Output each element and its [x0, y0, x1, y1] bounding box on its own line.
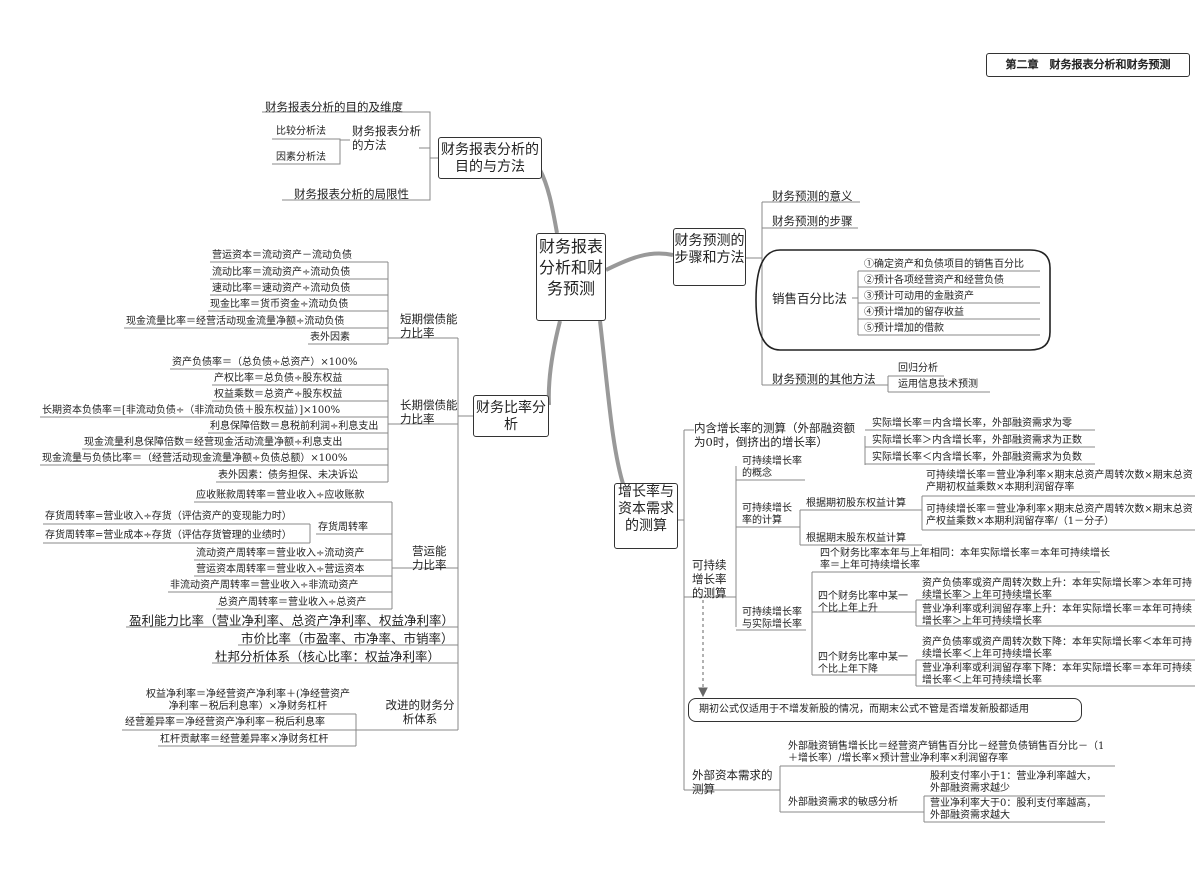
sales-pct-step: ①确定资产和负债项目的销售百分比	[864, 259, 1024, 270]
long-term-item: 权益乘数＝总资产÷股东权益	[214, 389, 343, 400]
sustainable-calc: 可持续增长率的计算	[742, 503, 792, 526]
node-ratio[interactable]: 财务比率分析	[473, 395, 549, 437]
short-term-item: 营运资本＝流动资产－流动负债	[212, 250, 352, 261]
long-term-item: 现金流量与负债比率＝（经营活动现金流量净额÷负债总额）×100%	[42, 453, 348, 464]
node-growth[interactable]: 增长率与资本需求的测算	[614, 483, 678, 549]
improved-item: 杠杆贡献率＝经营差异率×净财务杠杆	[160, 734, 329, 745]
forecast-steps: 财务预测的步骤	[772, 214, 853, 228]
operating-item: 流动资产周转率＝营业收入÷流动资产	[196, 548, 365, 559]
sustainable-concept: 可持续增长率的概念	[742, 456, 802, 479]
operating-item: 总资产周转率＝营业收入÷总资产	[218, 597, 367, 608]
calc-end-formula: 可持续增长率＝营业净利率×期末总资产周转次数×期末总资产权益乘数×本期利润留存率…	[926, 504, 1193, 527]
ratio-fall: 四个财务比率中某一个比上年下降	[818, 652, 908, 675]
ratios-same: 四个财务比率本年与上年相同：本年实际增长率＝本年可持续增长率＝上年可持续增长率	[820, 548, 1110, 571]
sensitivity-case: 营业净利率大于0：股利支付率越高，外部融资需求越大	[930, 798, 1097, 821]
sensitivity-analysis: 外部融资需求的敏感分析	[788, 797, 898, 808]
method-factor: 因素分析法	[276, 152, 326, 163]
short-term-item: 流动比率＝流动资产÷流动负债	[212, 267, 351, 278]
sustainable-vs-actual: 可持续增长率与实际增长率	[742, 607, 802, 630]
calc-begin: 根据期初股东权益计算	[806, 498, 906, 509]
long-term-item: 现金流量利息保障倍数＝经营现金活动流量净额÷利息支出	[84, 437, 343, 448]
node-forecast[interactable]: 财务预测的步骤和方法	[673, 228, 746, 286]
sustainable-growth: 可持续增长率的测算	[692, 558, 727, 600]
operating-item: 营运资本周转率＝营业收入÷营运资本	[196, 564, 365, 575]
fall-case: 营业净利率或利润留存率下降：本年实际增长率＝本年可持续增长率＜上年可持续增长率	[922, 663, 1192, 686]
inventory-turnover: 存货周转率	[318, 522, 368, 533]
external-capital: 外部资本需求的测算	[692, 768, 773, 796]
long-term-item: 利息保障倍数＝息税前利润÷利息支出	[210, 421, 379, 432]
rise-case: 资产负债率或资产周转次数上升：本年实际增长率＞本年可持续增长率＞上年可持续增长率	[922, 578, 1192, 601]
forecast-other: 财务预测的其他方法	[772, 372, 876, 386]
profit-ratio: 盈利能力比率（营业净利率、总资产净利率、权益净利率）	[129, 613, 455, 628]
short-term-item: 速动比率＝速动资产÷流动负债	[212, 283, 351, 294]
sales-pct-step: ⑤预计增加的借款	[864, 323, 944, 334]
regression-analysis: 回归分析	[898, 363, 938, 374]
internal-growth: 内含增长率的测算（外部融资额为0时，倒挤出的增长率）	[694, 421, 855, 449]
calc-end: 根据期末股东权益计算	[806, 533, 906, 544]
long-term-item: 产权比率＝总负债÷股东权益	[214, 373, 343, 384]
inventory-item: 存货周转率=营业成本÷存货（评估存货管理的业绩时）	[45, 530, 292, 541]
internal-item: 实际增长率＝内含增长率，外部融资需求为零	[872, 418, 1072, 429]
internal-item: 实际增长率＜内含增长率，外部融资需求为负数	[872, 452, 1082, 463]
operating-item: 非流动资产周转率＝营业收入÷非流动资产	[170, 580, 359, 591]
long-term-item: 资产负债率＝（总负债÷总资产）×100%	[172, 357, 358, 368]
root-node[interactable]: 财务报表分析和财务预测	[536, 233, 606, 321]
market-ratio: 市价比率（市盈率、市净率、市销率）	[241, 631, 454, 646]
internal-item: 实际增长率＞内含增长率，外部融资需求为正数	[872, 435, 1082, 446]
operating-label: 营运能力比率	[412, 544, 447, 572]
sales-pct-step: ③预计可动用的金融资产	[864, 291, 974, 302]
chapter-title: 第二章 财务报表分析和财务预测	[986, 53, 1190, 77]
sales-percentage-method: 销售百分比法	[772, 291, 848, 306]
sensitivity-case: 股利支付率小于1：营业净利率越大，外部融资需求越少	[930, 771, 1097, 794]
short-term-item: 现金流量比率＝经营活动现金流量净额÷流动负债	[126, 316, 345, 327]
sales-pct-step: ②预计各项经营资产和经营负债	[864, 275, 1004, 286]
operating-item: 应收账款周转率＝营业收入÷应收账款	[196, 490, 365, 501]
calc-begin-formula: 可持续增长率＝营业净利率×期末总资产周转次数×期末总资产期初权益乘数×本期利润留…	[926, 470, 1193, 493]
short-term-item: 现金比率＝货币资金÷流动负债	[210, 299, 349, 310]
long-term-item: 表外因素：债务担保、未决诉讼	[218, 470, 358, 481]
improved-label: 改进的财务分析体系	[385, 698, 455, 726]
short-term-label: 短期偿债能力比率	[400, 312, 458, 340]
fall-case: 资产负债率或资产周转次数下降：本年实际增长率＜本年可持续增长率＜上年可持续增长率	[922, 637, 1192, 660]
sales-pct-step: ④预计增加的留存收益	[864, 307, 964, 318]
long-term-label: 长期偿债能力比率	[400, 398, 458, 426]
rise-case: 营业净利率或利润留存率上升：本年实际增长率＝本年可持续增长率＞上年可持续增长率	[922, 604, 1192, 627]
it-forecast: 运用信息技术预测	[898, 379, 978, 390]
short-term-item: 表外因素	[310, 332, 350, 343]
ratio-rise: 四个财务比率中某一个比上年上升	[818, 591, 908, 614]
forecast-meaning: 财务预测的意义	[772, 189, 853, 203]
purpose-aims: 财务报表分析的目的及维度	[265, 100, 403, 114]
inventory-item: 存货周转率=营业收入÷存货（评估资产的变现能力时）	[45, 511, 292, 522]
external-ratio-formula: 外部融资销售增长比＝经营资产销售百分比－经营负债销售百分比－（1＋增长率）/增长…	[788, 741, 1105, 764]
improved-item: 权益净利率＝净经营资产净利率＋(净经营资产净利率－税后利息率）×净财务杠杆	[146, 689, 350, 712]
formula-note: 期初公式仅适用于不增发新股的情况，而期末公式不管是否增发新股都适用	[688, 698, 1082, 722]
method-compare: 比较分析法	[276, 126, 326, 137]
purpose-methods: 财务报表分析的方法	[352, 124, 421, 152]
purpose-limits: 财务报表分析的局限性	[294, 187, 409, 201]
long-term-item: 长期资本负债率＝[非流动负债÷（非流动负债＋股东权益）]×100%	[42, 405, 341, 416]
node-purpose[interactable]: 财务报表分析的目的与方法	[438, 137, 542, 179]
dupont-system: 杜邦分析体系（核心比率：权益净利率）	[215, 649, 441, 664]
improved-item: 经营差异率＝净经营资产净利率－税后利息率	[125, 717, 325, 728]
